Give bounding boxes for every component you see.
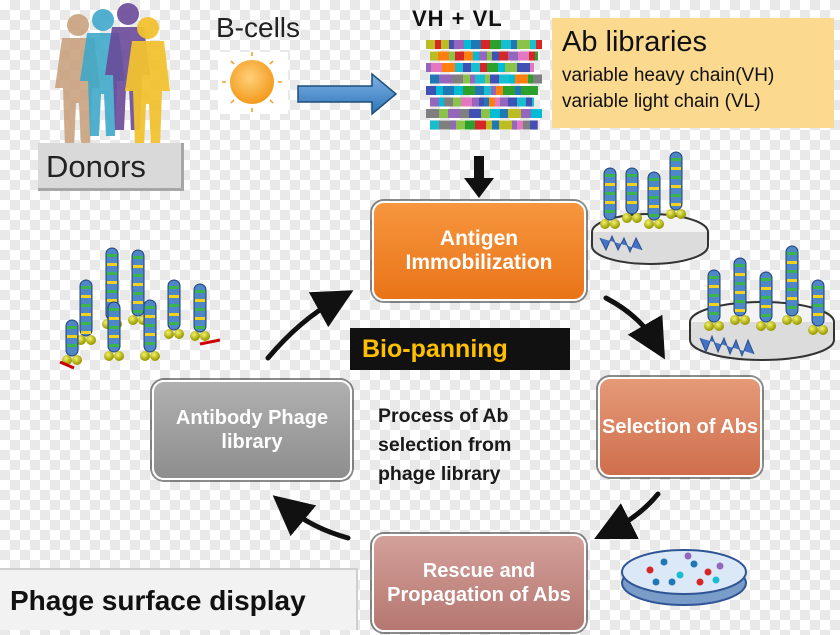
phage-surface-display-label: Phage surface display	[0, 568, 358, 630]
rescue-propagation-node: Rescue and Propagation of Abs	[372, 534, 586, 632]
donors-people-icon	[55, 3, 170, 148]
ab-libraries-box: Ab libraries variable heavy chain(VH) va…	[552, 18, 834, 128]
ab-libraries-vl-line: variable light chain (VL)	[562, 91, 761, 112]
process-line-2: selection from	[378, 434, 512, 456]
process-line-3: phage library	[378, 463, 501, 485]
b-cells-label: B-cells	[216, 12, 301, 43]
antibody-phage-library-node: Antibody Phage library	[152, 380, 352, 480]
vh-vl-gene-bars-icon	[426, 40, 542, 130]
ab-libraries-title: Ab libraries	[562, 26, 708, 58]
antigen-immobilization-node: Antigen Immobilization	[372, 201, 586, 301]
bio-panning-label: Bio-panning	[350, 328, 570, 370]
donors-label: Donors	[38, 143, 184, 191]
process-line-1: Process of Ab	[378, 405, 509, 427]
phage-library-cluster-icon	[59, 247, 221, 370]
b-cell-icon	[218, 52, 288, 114]
ab-libraries-vh-line: variable heavy chain(VH)	[562, 65, 775, 86]
library-to-antigen-arrow	[464, 156, 494, 198]
vh-vl-label: VH + VL	[412, 6, 503, 31]
cycle-arrows	[265, 290, 666, 541]
antigen-plate-phage-icon	[591, 151, 709, 265]
process-description: Process of Ab selection from phage libra…	[378, 402, 578, 489]
selection-plate-phage-icon	[689, 245, 835, 361]
petri-dish-icon	[621, 549, 747, 606]
b-cell-to-library-arrow	[297, 72, 398, 116]
selection-of-abs-node: Selection of Abs	[598, 377, 762, 477]
